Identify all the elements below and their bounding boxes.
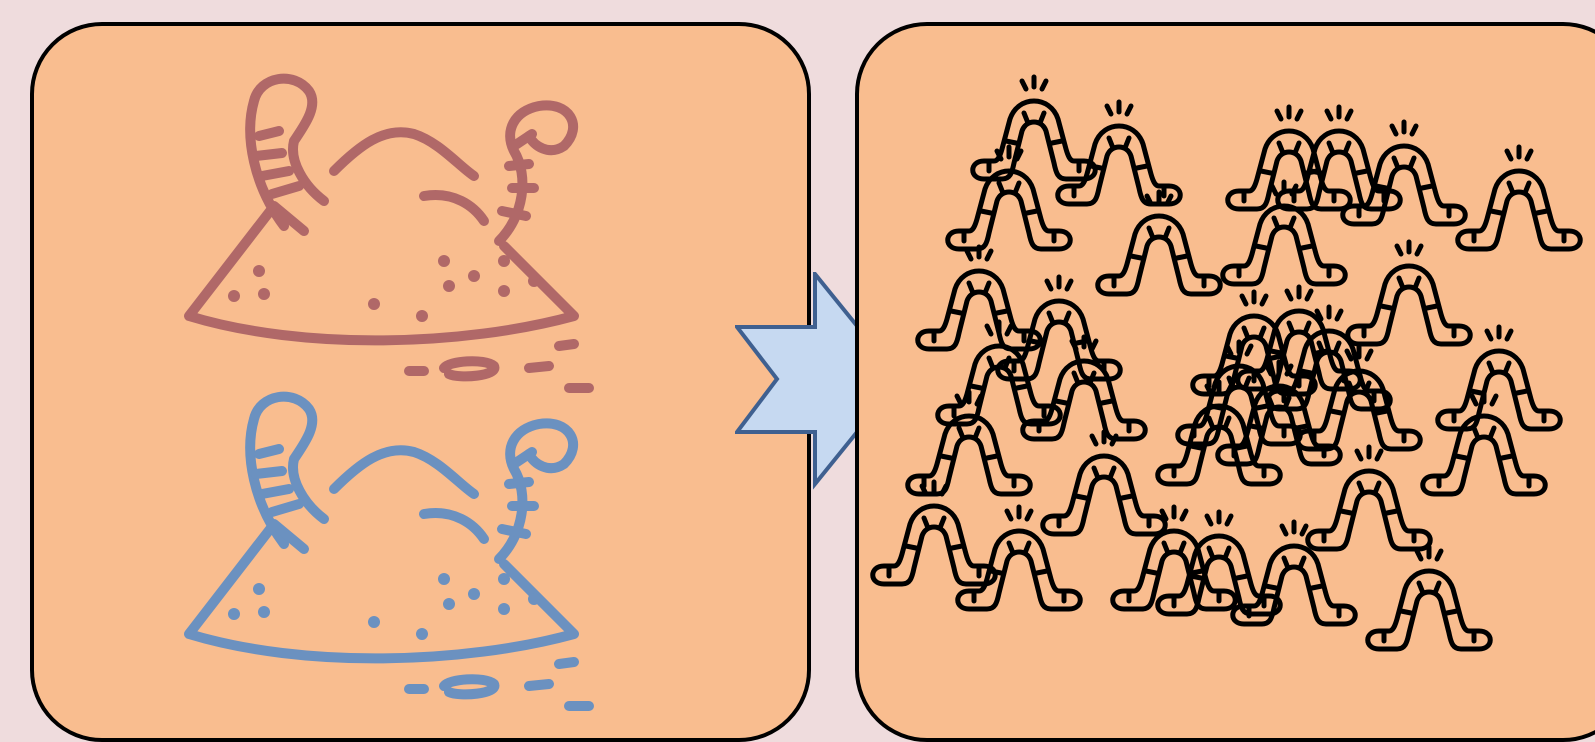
worm-mound-icon-red — [189, 79, 589, 388]
worms-in-soil-mound-icon — [189, 79, 589, 388]
worm-icon — [1423, 392, 1546, 494]
worm-icon — [908, 392, 1031, 494]
worm-icon — [1223, 182, 1346, 284]
worm-icon — [1098, 192, 1221, 294]
source-panel — [30, 22, 811, 742]
worm-icon — [1233, 522, 1356, 624]
worm-icon — [873, 482, 996, 584]
worm-icon — [1043, 432, 1166, 534]
worm-icon — [1058, 102, 1181, 204]
worm-icon — [1368, 547, 1491, 649]
source-panel-canvas — [34, 26, 811, 742]
result-panel-canvas — [859, 26, 1595, 742]
worm-icon — [1228, 107, 1351, 209]
worm-mound-icon-blue — [189, 397, 589, 706]
worm-icon-cluster — [873, 77, 1581, 649]
worm-icon — [1348, 242, 1471, 344]
worm-icon — [918, 247, 1041, 349]
worm-icon — [1458, 147, 1581, 249]
worm-icon — [958, 507, 1081, 609]
worm-icon — [973, 77, 1096, 179]
result-panel — [855, 22, 1595, 742]
worms-in-soil-mound-icon — [189, 397, 589, 706]
